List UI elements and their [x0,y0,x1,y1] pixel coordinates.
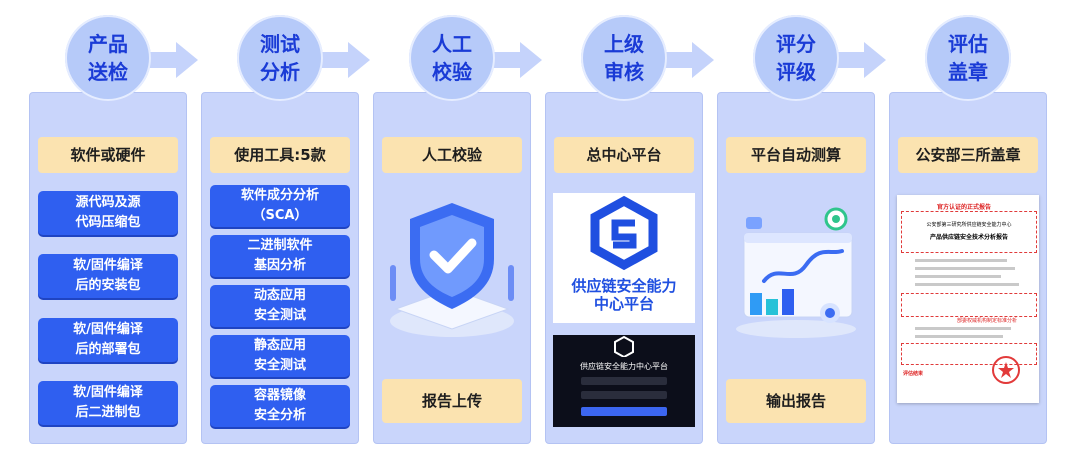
arrow-icon [666,42,714,78]
column-test-analysis: 使用工具:5款 软件成分分析（SCA） 二进制软件基因分析 动态应用安全测试 静… [201,92,359,444]
column-manual-check: 人工校验 报告上传 [373,92,531,444]
item-source-code[interactable]: 源代码及源代码压缩包 [38,191,178,235]
column-stamp: 公安部三所盖章 官方认证的正式报告 公安部第三研究所供应链安全能力中心 产品供应… [889,92,1047,444]
step-circle-test-analysis: 测试分析 [237,15,323,101]
column-header: 平台自动测算 [726,137,866,173]
output-report-label: 输出报告 [726,379,866,423]
official-seal-icon [992,356,1020,384]
column-product-submit: 软件或硬件 源代码及源代码压缩包 软/固件编译后的安装包 软/固件编译后的部署包… [29,92,187,444]
column-rating: 平台自动测算 输出报告 [717,92,875,444]
column-review: 总中心平台 供应链安全能力 中心平台 供应链安全能力中心平台 [545,92,703,444]
report-body-box [901,293,1037,317]
step-circle-manual-check: 人工校验 [409,15,495,101]
shield-icon [390,203,514,337]
platform-logo-icon [614,335,634,359]
dashboard-chart-icon [736,207,856,338]
platform-logo-icon [590,195,658,271]
report-document: 官方认证的正式报告 公安部第三研究所供应链安全能力中心 产品供应链安全技术分析报… [897,195,1039,403]
step-circle-rating: 评分评级 [753,15,839,101]
report-result-box [901,343,1037,365]
item-sast[interactable]: 静态应用安全测试 [210,335,350,377]
platform-logo-card: 供应链安全能力 中心平台 [553,193,695,323]
item-binary-gene[interactable]: 二进制软件基因分析 [210,235,350,277]
username-input[interactable] [581,377,667,385]
item-install-package[interactable]: 软/固件编译后的安装包 [38,254,178,298]
column-header: 软件或硬件 [38,137,178,173]
platform-login-screenshot: 供应链安全能力中心平台 [553,335,695,427]
upload-report-label: 报告上传 [382,379,522,423]
step-circle-review: 上级审核 [581,15,667,101]
column-header: 公安部三所盖章 [898,137,1038,173]
arrow-icon [494,42,542,78]
arrow-icon [322,42,370,78]
item-deploy-package[interactable]: 软/固件编译后的部署包 [38,318,178,362]
step-circle-product-submit: 产品送检 [65,15,151,101]
password-input[interactable] [581,391,667,399]
login-button[interactable] [581,407,667,416]
arrow-icon [838,42,886,78]
item-container-scan[interactable]: 容器镜像安全分析 [210,385,350,427]
item-binary-package[interactable]: 软/固件编译后二进制包 [38,381,178,425]
item-sca[interactable]: 软件成分分析（SCA） [210,185,350,227]
step-circle-stamp: 评估盖章 [925,15,1011,101]
column-header: 总中心平台 [554,137,694,173]
column-header: 人工校验 [382,137,522,173]
item-dast[interactable]: 动态应用安全测试 [210,285,350,327]
column-header: 使用工具:5款 [210,137,350,173]
report-header-box: 公安部第三研究所供应链安全能力中心 产品供应链安全技术分析报告 [901,211,1037,253]
arrow-icon [150,42,198,78]
